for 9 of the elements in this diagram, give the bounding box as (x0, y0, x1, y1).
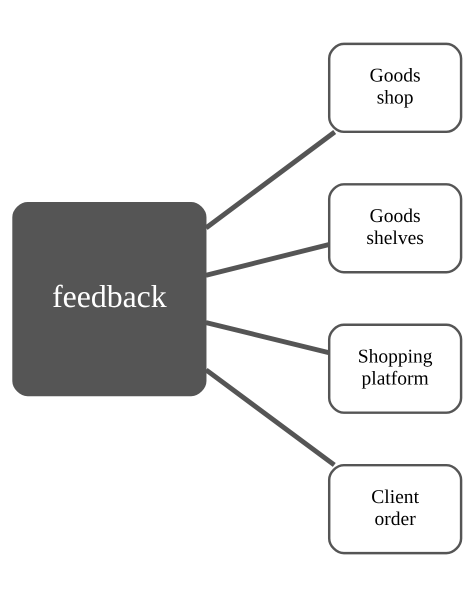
node-box: Goods shelves (328, 182, 462, 273)
connector (204, 130, 336, 230)
node-box: Client order (328, 463, 462, 554)
connector (204, 367, 336, 466)
node-box: Goods shop (328, 42, 462, 133)
connector (206, 242, 330, 278)
connector (206, 320, 330, 355)
node-box: feedback (12, 202, 206, 396)
node-box: Shopping platform (328, 323, 462, 414)
